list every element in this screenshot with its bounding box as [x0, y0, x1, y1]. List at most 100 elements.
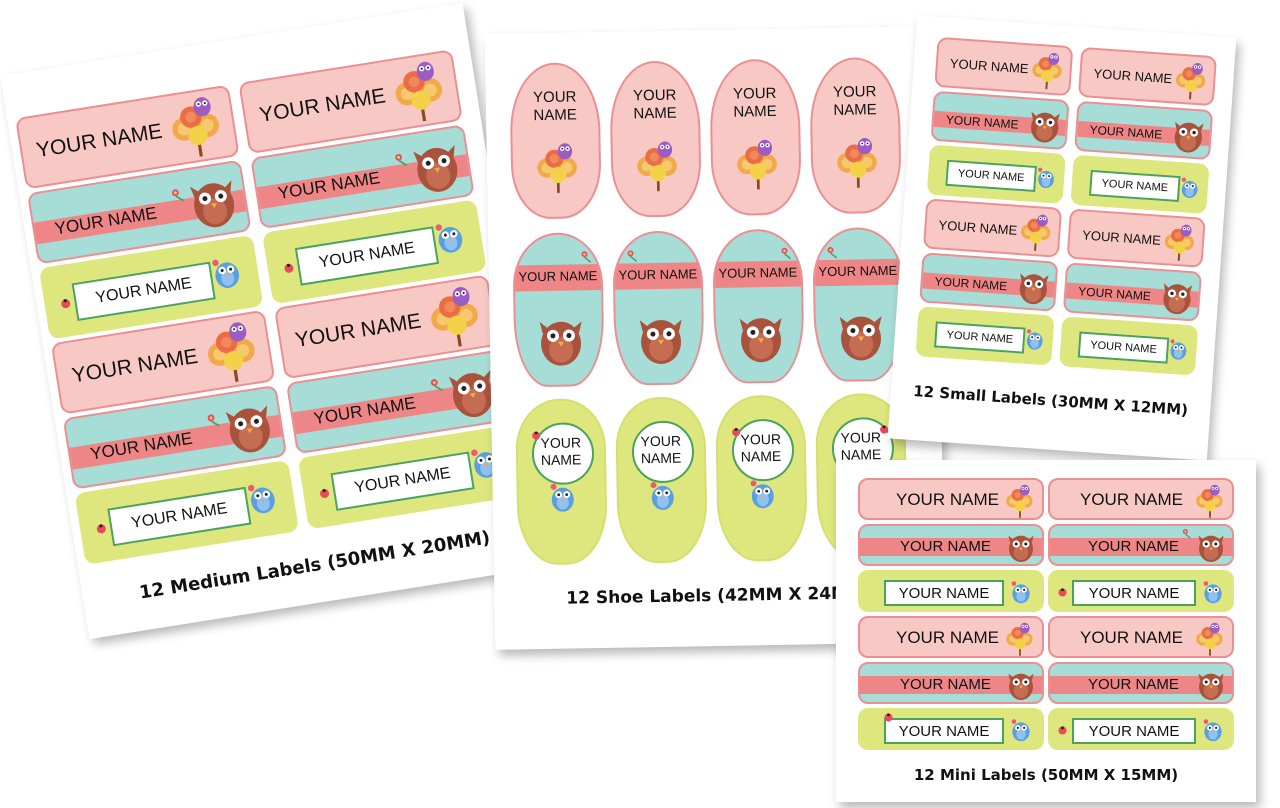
- label-line1: YOUR: [732, 84, 777, 103]
- blue-owl-icon: [1011, 719, 1030, 742]
- brown-owl-icon: [1161, 283, 1193, 316]
- owl-tree-icon: [166, 93, 226, 162]
- shoe-label-lime: YOUR NAME: [715, 394, 808, 562]
- flower-icon: [780, 246, 792, 260]
- label-name-text: YOUR NAME: [1088, 584, 1180, 602]
- label-name-text: YOUR NAME: [900, 538, 991, 555]
- label-name-text: YOUR NAME: [94, 274, 193, 307]
- label-line2: NAME: [533, 106, 577, 125]
- small-label-lime: YOUR NAME: [915, 306, 1055, 366]
- shoe-label-teal: YOUR NAME: [512, 231, 605, 388]
- label-name-text: YOUR NAME: [957, 167, 1025, 185]
- brown-owl-icon: [189, 180, 239, 231]
- label-line1: YOUR: [740, 430, 782, 448]
- label-name-text: YOUR NAME: [130, 500, 229, 533]
- label-line2: NAME: [633, 104, 677, 123]
- label-name-text: YOUR NAME: [718, 264, 798, 281]
- label-line2: NAME: [540, 451, 582, 469]
- small-label-pink: YOUR NAME: [1066, 208, 1206, 268]
- label-name-text: YOUR NAME: [1081, 227, 1162, 248]
- small-label-pink: YOUR NAME: [934, 36, 1074, 97]
- label-name-text: YOUR NAME: [353, 464, 452, 497]
- ladybug-icon: [1058, 726, 1067, 735]
- owl-tree-icon: [735, 138, 779, 192]
- small-sheet-caption: 12 Small Labels (30MM X 12MM): [912, 382, 1189, 420]
- owl-tree-icon: [1005, 621, 1034, 656]
- ladybug-icon: [1058, 588, 1067, 597]
- label-name-text: YOUR NAME: [53, 203, 159, 239]
- small-label-pink: YOUR NAME: [1077, 46, 1218, 107]
- mini-label-teal: YOUR NAME: [1048, 662, 1234, 704]
- blue-owl-icon: [1203, 719, 1222, 742]
- label-name-text: YOUR NAME: [1080, 490, 1183, 509]
- mini-label-pink: YOUR NAME: [1048, 616, 1234, 658]
- shoe-label-lime: YOUR NAME: [515, 397, 608, 566]
- blue-owl-icon: [750, 480, 774, 509]
- brown-owl-icon: [539, 321, 583, 367]
- label-name-text: YOUR NAME: [898, 584, 990, 602]
- brown-owl-icon: [1198, 673, 1224, 700]
- label-name-text: YOUR NAME: [312, 393, 417, 429]
- owl-tree-icon: [1018, 212, 1053, 253]
- ladybug-icon: [732, 427, 741, 437]
- blue-owl-icon: [1036, 167, 1055, 189]
- flower-icon: [626, 249, 638, 263]
- label-name-text: YOUR NAME: [70, 344, 200, 388]
- label-line2: NAME: [640, 449, 682, 467]
- owl-tree-icon: [535, 141, 579, 195]
- mini-label-pink: YOUR NAME: [858, 478, 1044, 520]
- brown-owl-icon: [839, 316, 883, 361]
- blue-owl-icon: [435, 221, 465, 255]
- blue-owl-icon: [1203, 581, 1222, 604]
- small-label-teal: YOUR NAME: [1062, 262, 1202, 322]
- small-label-teal: YOUR NAME: [930, 90, 1070, 151]
- label-line1: YOUR: [632, 86, 677, 105]
- shoe-label-pink: YOUR NAME: [709, 58, 802, 217]
- label-name-text: YOUR NAME: [1093, 65, 1173, 87]
- mini-label-pink: YOUR NAME: [1048, 478, 1234, 520]
- label-name-text: YOUR NAME: [276, 168, 382, 203]
- label-line1: YOUR: [540, 434, 582, 452]
- ladybug-icon: [884, 713, 893, 722]
- label-name-text: YOUR NAME: [317, 239, 417, 272]
- flower-icon: [429, 377, 444, 393]
- label-name-text: YOUR NAME: [1089, 339, 1158, 356]
- ladybug-icon: [319, 488, 330, 499]
- label-line2: NAME: [733, 102, 777, 121]
- label-name-text: YOUR NAME: [896, 490, 999, 509]
- label-line2: NAME: [833, 101, 877, 119]
- blue-owl-icon: [1025, 329, 1044, 351]
- flower-icon: [393, 152, 408, 168]
- mini-labels-sheet: YOUR NAME YOUR NAME YOUR NAME YOUR NAME …: [836, 460, 1256, 802]
- small-labels-sheet: YOUR NAME YOUR NAME YOUR NAME YOUR NAME …: [887, 15, 1237, 461]
- shoe-label-lime: YOUR NAME: [615, 396, 708, 564]
- blue-owl-icon: [211, 256, 241, 290]
- brown-owl-icon: [739, 317, 783, 363]
- owl-tree-icon: [835, 136, 879, 190]
- label-name-text: YOUR NAME: [1088, 676, 1179, 693]
- brown-owl-icon: [1018, 273, 1049, 306]
- owl-tree-icon: [425, 283, 484, 352]
- brown-owl-icon: [1029, 111, 1060, 144]
- mini-label-lime: YOUR NAME: [1048, 708, 1234, 750]
- label-name-text: YOUR NAME: [896, 628, 999, 647]
- label-name-text: YOUR NAME: [34, 119, 164, 163]
- flower-icon: [826, 246, 838, 259]
- small-label-lime: YOUR NAME: [1070, 154, 1210, 214]
- owl-tree-icon: [635, 139, 679, 193]
- medium-labels-sheet: YOUR NAME YOUR NAME YOUR NAME YOUR NAME …: [0, 2, 552, 640]
- brown-owl-icon: [413, 144, 462, 195]
- owl-tree-icon: [1195, 483, 1224, 518]
- brown-owl-icon: [1198, 535, 1224, 562]
- owl-tree-icon: [389, 58, 449, 127]
- flower-icon: [170, 187, 185, 204]
- owl-tree-icon: [1173, 60, 1208, 102]
- blue-owl-icon: [1011, 581, 1030, 604]
- mini-label-lime: YOUR NAME: [1048, 570, 1234, 612]
- shoe-label-pink: YOUR NAME: [609, 60, 702, 218]
- brown-owl-icon: [225, 405, 274, 456]
- brown-owl-icon: [639, 319, 683, 365]
- owl-tree-icon: [202, 318, 261, 388]
- label-name-text: YOUR NAME: [1088, 722, 1180, 740]
- blue-owl-icon: [247, 481, 277, 516]
